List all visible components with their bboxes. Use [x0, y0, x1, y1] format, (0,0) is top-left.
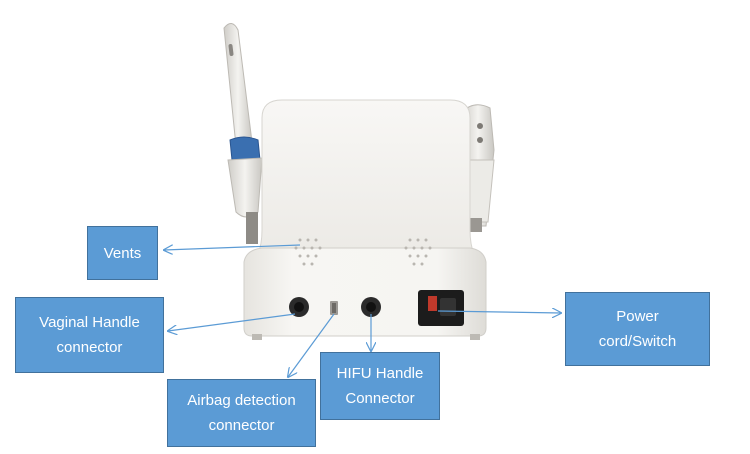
power-switch-label-line1: Power [616, 308, 659, 325]
power-switch-label-line2: cord/Switch [598, 333, 677, 350]
vent-left [294, 238, 322, 266]
airbag-detection-label-box: Airbag detection connector [167, 379, 316, 447]
airbag-detection-label-line1: Airbag detection [187, 392, 296, 409]
vaginal-handle-connector [289, 297, 309, 317]
vaginal-handle-label-box: Vaginal Handle connector [15, 297, 164, 373]
airbag-detection-label-line2: connector [208, 417, 275, 434]
hifu-handle-label-line1: HIFU Handle [336, 365, 424, 382]
vaginal-handle-label-line2: connector [56, 339, 123, 356]
power-arrow [437, 311, 561, 313]
power-switch-label-box: Power cord/Switch [565, 292, 710, 366]
vaginal-probe [223, 23, 263, 244]
vaginal-handle-label-line1: Vaginal Handle [39, 314, 140, 331]
vents-label-box: Vents [87, 226, 158, 280]
vent-right [404, 238, 432, 266]
hifu-handle-label-box: HIFU Handle Connector [320, 352, 440, 420]
power-switch [418, 290, 464, 326]
vaginal-arrow [168, 313, 296, 331]
hifu-handle-label-line2: Connector [345, 390, 415, 407]
hifu-handle-connector [361, 297, 381, 317]
airbag-arrow [288, 313, 335, 377]
vents-arrow [164, 244, 301, 250]
vents-label: Vents [103, 244, 142, 262]
airbag-detection-connector [330, 301, 338, 315]
